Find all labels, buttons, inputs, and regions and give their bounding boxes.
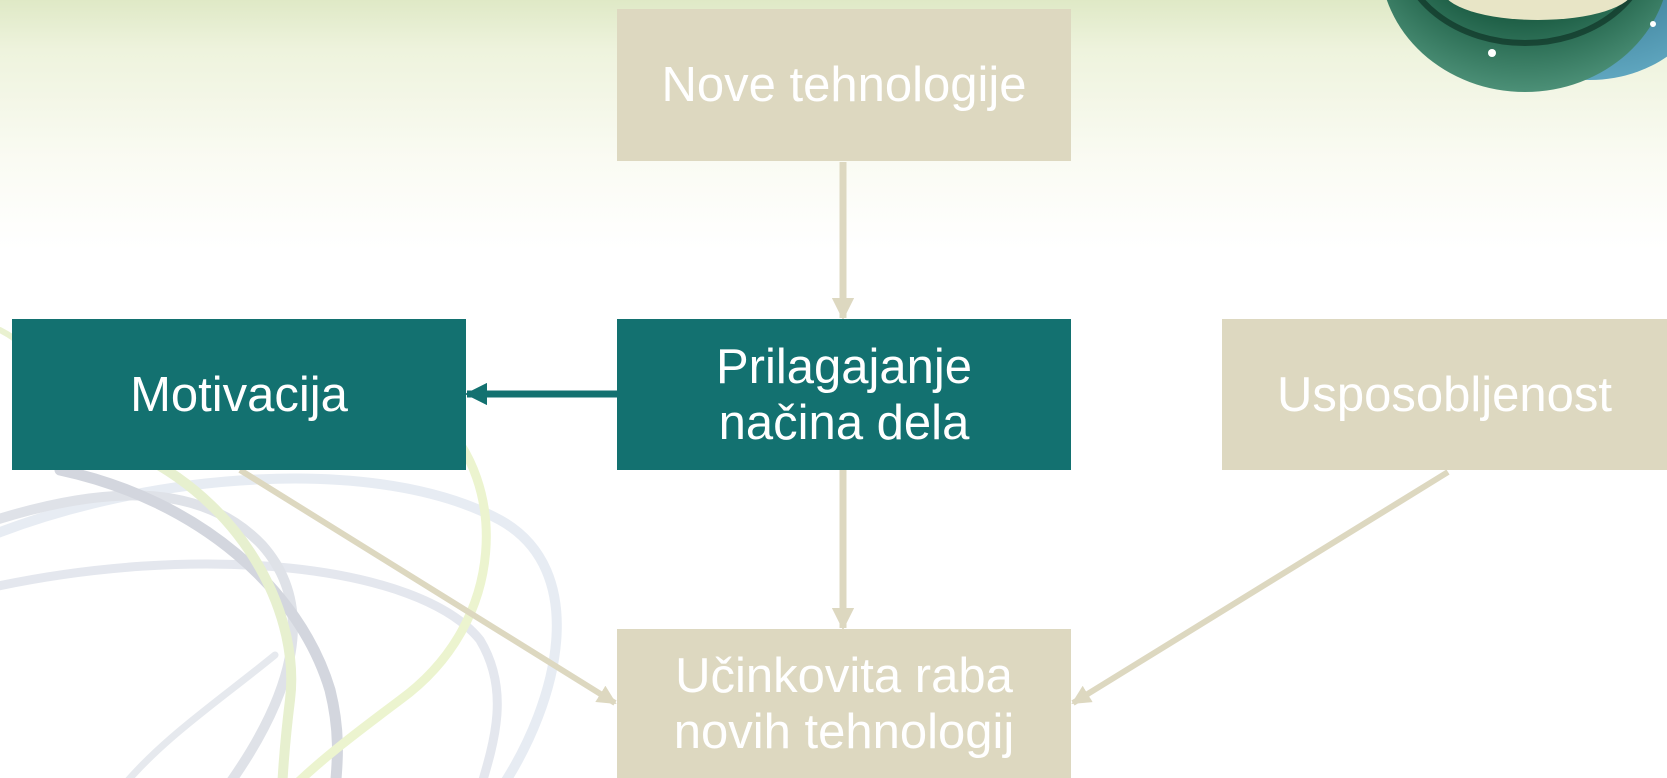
orb-decoration — [1386, 0, 1667, 92]
node-prilagajanje-nacina-dela: Prilagajanje načina dela — [617, 319, 1071, 470]
swirl-decoration — [0, 327, 562, 778]
node-nove-tehnologije: Nove tehnologije — [617, 9, 1071, 161]
node-usposobljenost: Usposobljenost — [1222, 319, 1667, 470]
edge-motivacija-to-ucinkovita-raba — [238, 467, 617, 706]
node-motivacija: Motivacija — [12, 319, 466, 470]
edge-usposobljenost-to-ucinkovita-raba — [1071, 469, 1450, 706]
node-ucinkovita-raba-novih-tehnologij: Učinkovita raba novih tehnologij — [617, 629, 1071, 778]
